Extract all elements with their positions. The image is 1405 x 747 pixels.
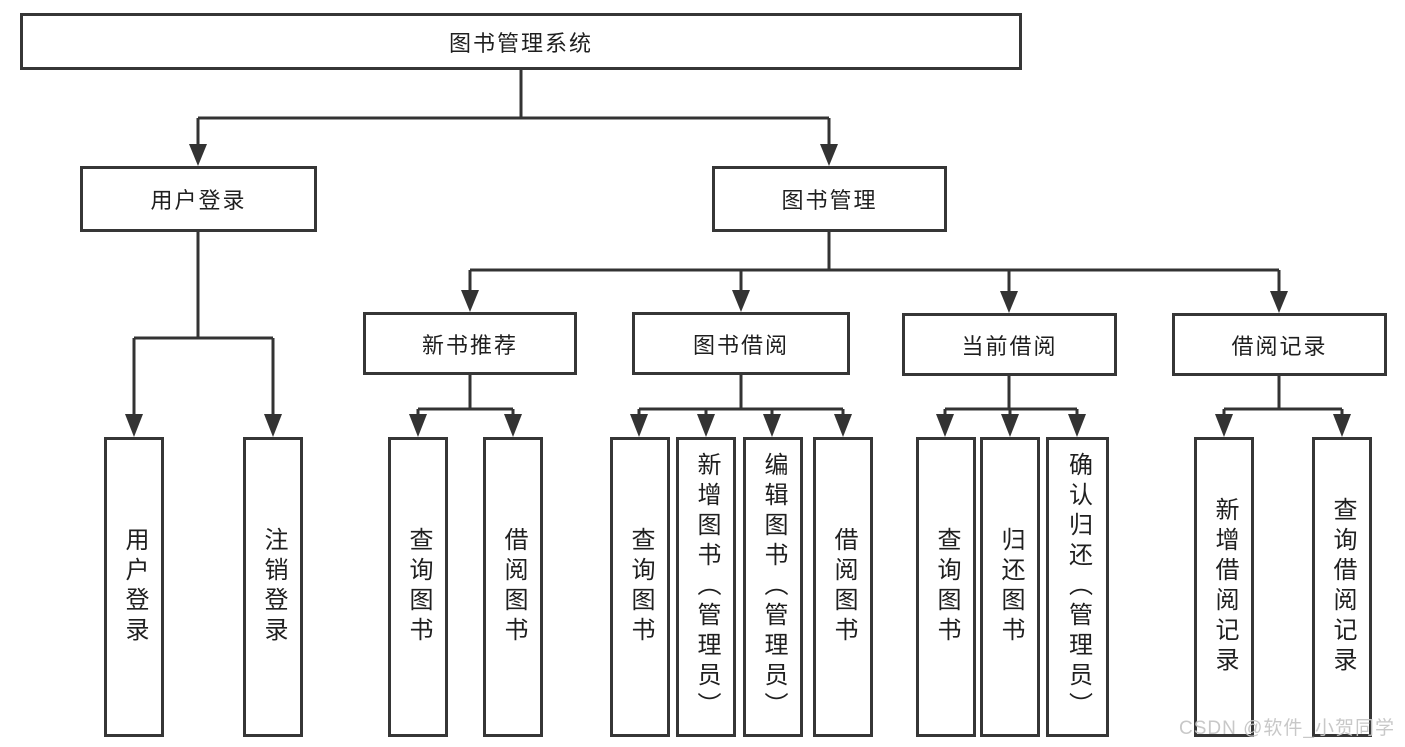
arrowhead-user-login [189,144,207,166]
leaf-add-borrow-record: 新增借阅记录 [1194,437,1254,737]
leaf-query-books-current: 查询图书 [916,437,976,737]
leaf-add-book-admin: 新增图书（管理员） [676,437,736,737]
leaf-query-books-recommend: 查询图书 [388,437,448,737]
connector-records-group [1222,375,1344,416]
node-borrow-records: 借阅记录 [1172,313,1387,376]
arrowhead-borrow-leaf-3 [763,414,781,437]
arrowhead-book-borrow [732,290,750,312]
arrowhead-current-leaf-1 [936,414,954,437]
node-user-login-label: 用户登录 [150,188,247,213]
connector-book-management-to-level3 [468,231,1281,291]
arrowhead-borrow-leaf-1 [630,414,648,437]
leaf-query-borrow-record: 查询借阅记录 [1312,437,1372,737]
arrowhead-recommend-leaf-2 [504,414,522,437]
arrowhead-leaf-user-login [125,414,143,437]
leaf-user-login: 用户登录 [104,437,164,737]
arrowhead-borrow-leaf-2 [697,414,715,437]
arrowhead-book-management [820,144,838,166]
node-new-book-recommend: 新书推荐 [363,312,577,375]
leaf-query-books-borrow-label: 查询图书 [627,527,654,647]
connector-root-to-level2 [196,70,831,145]
node-borrow-records-label: 借阅记录 [1231,333,1328,359]
leaf-query-books-recommend-label: 查询图书 [405,527,432,647]
arrowhead-records-leaf-1 [1215,414,1233,437]
node-library-system-label: 图书管理系统 [448,30,593,56]
leaf-query-books-borrow: 查询图书 [610,437,670,737]
leaf-borrow-books-recommend-label: 借阅图书 [500,527,527,647]
leaf-borrow-books-recommend: 借阅图书 [483,437,543,737]
arrowhead-current-leaf-3 [1068,414,1086,437]
connector-current-group [943,375,1079,416]
leaf-query-borrow-record-label: 查询借阅记录 [1329,497,1356,677]
arrowhead-borrow-records [1270,291,1288,313]
node-book-management-label: 图书管理 [781,188,878,213]
leaf-add-book-admin-label: 新增图书（管理员） [693,452,720,722]
arrowhead-new-book-recommend [461,290,479,312]
arrowhead-records-leaf-2 [1333,414,1351,437]
leaf-confirm-return-admin-label: 确认归还（管理员） [1064,452,1092,722]
node-user-login: 用户登录 [80,166,317,232]
arrowhead-current-borrow [1000,291,1018,313]
leaf-edit-book-admin: 编辑图书（管理员） [743,437,803,737]
leaf-return-book: 归还图书 [980,437,1040,737]
node-book-borrow: 图书借阅 [632,312,850,375]
connector-borrow-group [637,374,845,416]
csdn-watermark: CSDN @软件_小贺同学 [1179,718,1395,739]
leaf-edit-book-admin-label: 编辑图书（管理员） [760,452,787,722]
leaf-user-login-label: 用户登录 [121,527,148,647]
leaf-logout: 注销登录 [243,437,303,737]
arrowhead-leaf-logout [264,414,282,437]
node-book-management: 图书管理 [712,166,947,232]
leaf-logout-label: 注销登录 [260,527,287,647]
arrowhead-recommend-leaf-1 [409,414,427,437]
connector-recommend-group [416,374,515,416]
leaf-add-borrow-record-label: 新增借阅记录 [1211,497,1238,677]
node-current-borrow-label: 当前借阅 [961,333,1058,359]
leaf-borrow-books-label: 借阅图书 [830,527,857,647]
arrowhead-borrow-leaf-4 [834,414,852,437]
leaf-confirm-return-admin: 确认归还（管理员） [1046,437,1109,737]
node-book-borrow-label: 图书借阅 [692,332,789,358]
node-library-system: 图书管理系统 [20,13,1022,70]
node-new-book-recommend-label: 新书推荐 [421,332,518,358]
arrowhead-current-leaf-2 [1001,414,1019,437]
leaf-return-book-label: 归还图书 [997,527,1024,647]
node-current-borrow: 当前借阅 [902,313,1117,376]
leaf-borrow-books: 借阅图书 [813,437,873,737]
leaf-query-books-current-label: 查询图书 [933,527,960,647]
connector-login-group [132,231,275,416]
